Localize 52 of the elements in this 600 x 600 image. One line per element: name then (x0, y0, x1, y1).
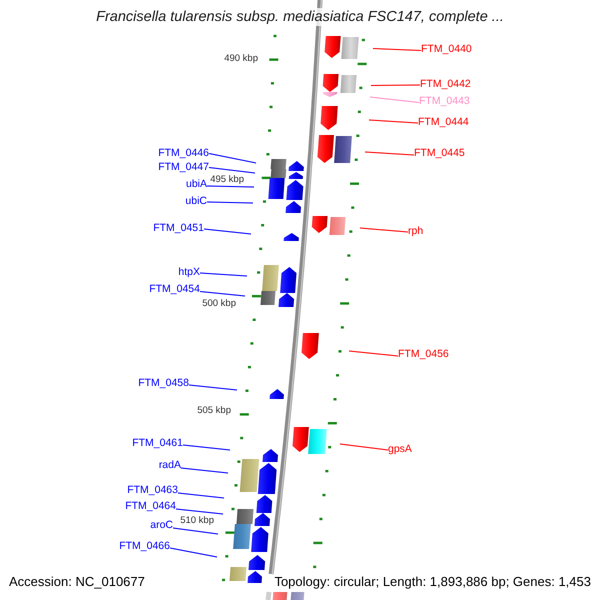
gene-label: aroC (150, 519, 173, 531)
leader-line (360, 228, 408, 232)
gene-label: FTM_0444 (418, 116, 469, 128)
gene-label: gpsA (388, 443, 412, 455)
gene-label: FTM_0456 (398, 348, 449, 360)
leader-line (188, 384, 238, 390)
gene-label: FTM_0463 (127, 484, 178, 496)
leader-line (170, 548, 218, 558)
leader-line (204, 228, 252, 234)
leader-line (206, 186, 254, 188)
leader-line (340, 444, 388, 450)
leader-line (368, 120, 418, 124)
leader-line (182, 444, 230, 450)
scale-label: 510 kbp (180, 516, 214, 526)
leader-line (370, 84, 420, 86)
gene-label: FTM_0451 (153, 222, 204, 234)
gene-label: FTM_0440 (421, 43, 472, 55)
diagram-title: Francisella tularensis subsp. mediasiatica FSC147, complete ... (96, 8, 504, 26)
gene-label: ubiC (185, 195, 207, 207)
scale-label: 490 kbp (224, 54, 258, 64)
accession-text: Accession: NC_010677 (9, 574, 145, 590)
scale-label: 495 kbp (210, 175, 244, 185)
scale-label: 505 kbp (197, 406, 231, 416)
gene-label: FTM_0454 (149, 283, 200, 295)
leader-line (208, 167, 256, 174)
gene-label: FTM_0458 (138, 377, 189, 389)
leader-line (348, 350, 398, 356)
gene-label: FTM_0466 (119, 540, 170, 552)
gene-label: radA (158, 459, 181, 471)
leader-line (176, 508, 224, 514)
leader-line (172, 528, 218, 534)
leader-line (206, 202, 254, 204)
leader-line (372, 48, 422, 51)
leader-line (178, 492, 224, 498)
gene-label: FTM_0461 (132, 437, 183, 449)
genome-summary-text: Topology: circular; Length: 1,893,886 bp; Genes: 1,453 (274, 574, 591, 590)
gene-label: FTM_0464 (125, 500, 176, 512)
gene-label: FTM_0447 (158, 161, 209, 173)
gene-label: ubiA (186, 178, 207, 190)
scale-label: 500 kbp (202, 299, 236, 309)
gene-label: FTM_0446 (158, 147, 209, 159)
gene-label: htpX (178, 266, 200, 278)
leader-line (200, 291, 246, 296)
leader-line (180, 468, 228, 474)
leader-line (200, 272, 248, 276)
leader-line (364, 152, 414, 156)
leader-line (208, 153, 256, 164)
gene-label: FTM_0445 (414, 147, 465, 159)
gene-label: rph (408, 225, 424, 237)
gene-label: FTM_0442 (420, 78, 471, 90)
leader-line (370, 96, 420, 103)
gene-label: FTM_0443 (419, 95, 470, 107)
